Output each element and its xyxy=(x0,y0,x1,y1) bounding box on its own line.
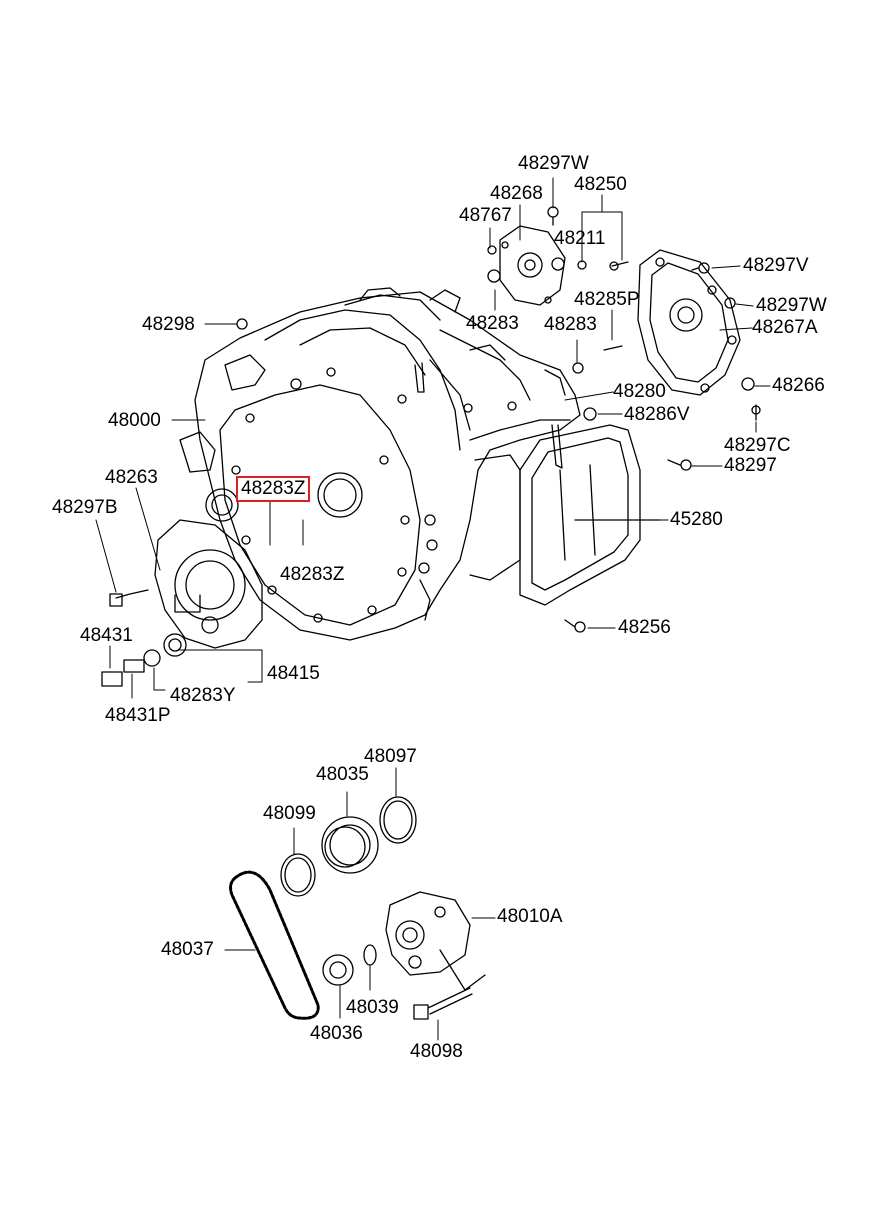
o-ring-48039 xyxy=(363,944,377,966)
label-48285p: 48285P xyxy=(574,289,640,310)
fasteners-and-seals xyxy=(101,206,761,687)
leader-lines xyxy=(95,177,771,1041)
label-48263: 48263 xyxy=(105,467,158,488)
label-48283-mid: 48283 xyxy=(544,314,597,335)
label-48283y: 48283Y xyxy=(170,685,236,706)
label-48767: 48767 xyxy=(459,205,512,226)
label-48298: 48298 xyxy=(142,314,195,335)
label-48283z-lower: 48283Z xyxy=(280,564,345,585)
label-48431: 48431 xyxy=(80,625,133,646)
label-48097: 48097 xyxy=(364,746,417,767)
label-48431p: 48431P xyxy=(105,705,171,726)
label-48256: 48256 xyxy=(618,617,671,638)
label-48297w-top: 48297W xyxy=(518,153,589,174)
label-48286v: 48286V xyxy=(624,404,690,425)
label-48211: 48211 xyxy=(554,228,606,249)
label-48297: 48297 xyxy=(724,455,777,476)
ring-48099 xyxy=(280,853,316,897)
label-48039: 48039 xyxy=(346,997,399,1018)
label-48098: 48098 xyxy=(410,1041,463,1062)
label-48297v: 48297V xyxy=(743,255,809,276)
transaxle-housing-48000 xyxy=(179,287,581,641)
sprocket-48036 xyxy=(322,954,354,986)
oil-pan-45280 xyxy=(519,424,661,606)
label-48036: 48036 xyxy=(310,1023,363,1044)
label-48000: 48000 xyxy=(108,410,161,431)
label-45280: 45280 xyxy=(670,509,723,530)
label-48035: 48035 xyxy=(316,764,369,785)
bolt-48098 xyxy=(413,987,473,1020)
pump-48010a xyxy=(385,891,486,991)
label-48037: 48037 xyxy=(161,939,214,960)
label-48415: 48415 xyxy=(267,663,320,684)
chain-48037 xyxy=(229,870,320,1020)
label-48268: 48268 xyxy=(490,183,543,204)
sprocket-48035 xyxy=(321,816,379,874)
small-cover-48268 xyxy=(499,225,566,306)
oil-pump-housing-48263 xyxy=(154,519,263,649)
label-48283z-highlighted: 48283Z xyxy=(236,476,311,502)
ring-48097 xyxy=(379,796,417,844)
label-48297b: 48297B xyxy=(52,497,118,518)
rear-cover-48267a xyxy=(637,249,741,396)
label-48283-top: 48283 xyxy=(466,313,519,334)
label-48099: 48099 xyxy=(263,803,316,824)
label-48297c: 48297C xyxy=(724,435,791,456)
label-48280: 48280 xyxy=(613,381,666,402)
label-48010a: 48010A xyxy=(497,906,563,927)
label-48250: 48250 xyxy=(574,174,627,195)
label-48267a: 48267A xyxy=(752,317,818,338)
label-48297w-right: 48297W xyxy=(756,295,827,316)
label-48266: 48266 xyxy=(772,375,825,396)
